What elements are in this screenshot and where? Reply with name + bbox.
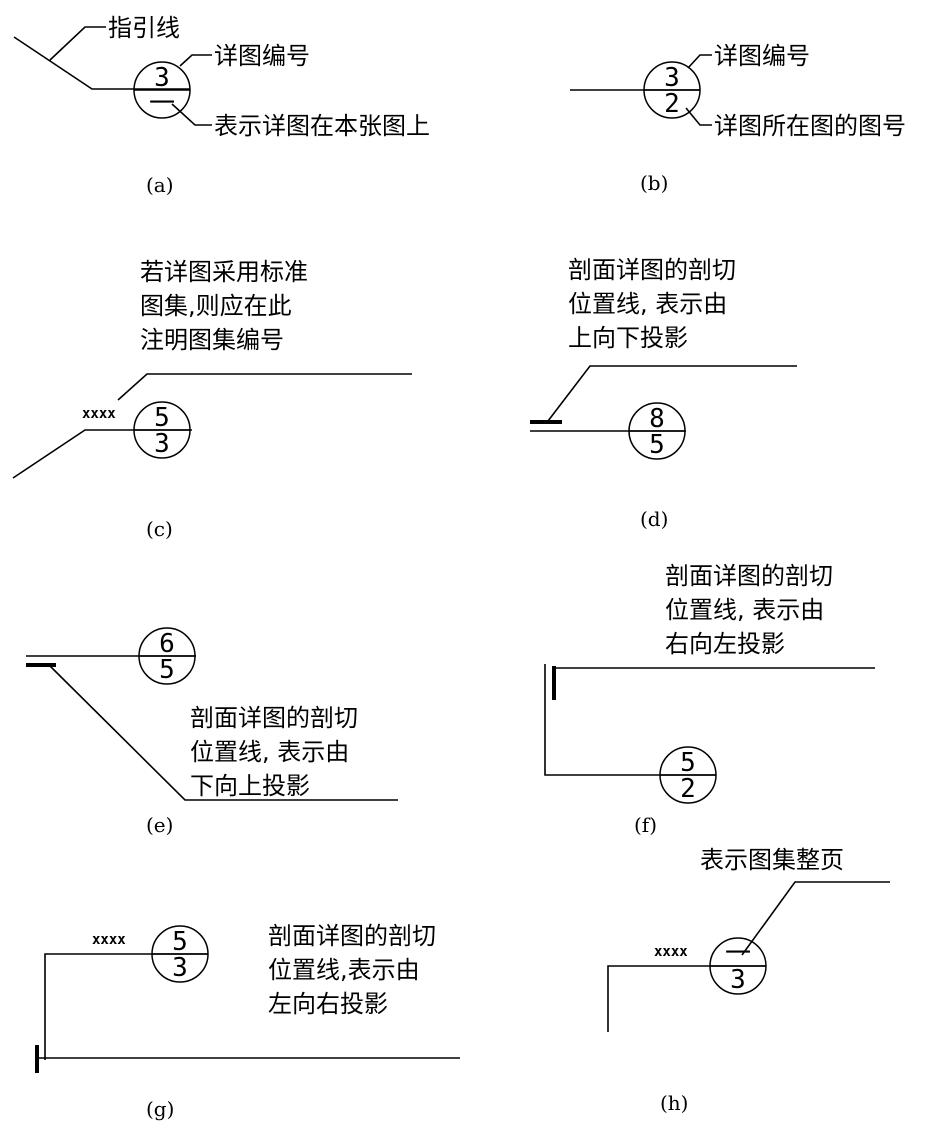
detail-number: 5 <box>680 748 696 778</box>
top-callout-line <box>687 54 712 69</box>
detail-index-symbol: 65 <box>138 627 196 685</box>
note-line: 位置线, 表示由 <box>665 596 824 624</box>
caption: (f) <box>634 813 657 837</box>
detail-number: 3 <box>664 63 680 93</box>
sheet-number: 3 <box>730 965 746 995</box>
sheet-number: 3 <box>154 429 170 459</box>
detail-index-symbol: 85 <box>628 402 686 460</box>
atlas-number: xxxx <box>82 406 116 422</box>
bottom-label: 表示详图在本张图上 <box>214 112 430 140</box>
note-leader <box>547 365 797 422</box>
bottom-callout-line <box>171 103 212 126</box>
note-line: 表示图集整页 <box>700 846 844 874</box>
detail-number: 5 <box>172 927 188 957</box>
note-leader <box>49 665 398 801</box>
leader-line <box>13 36 190 90</box>
panel-a: 指引线 详图编号 表示详图在本张图上 3一 (a) <box>13 14 430 197</box>
panel-g: xxxx 53 剖面详图的剖切 位置线,表示由 左向右投影 (g) <box>35 922 460 1121</box>
detail-index-symbol: 53 <box>151 925 209 983</box>
sheet-number: 5 <box>159 655 175 685</box>
top-callout-line <box>179 54 212 67</box>
top-label: 详图编号 <box>214 42 310 70</box>
panel-d: 剖面详图的剖切 位置线, 表示由 上向下投影 85 (d) <box>530 256 797 531</box>
note-line: 下向上投影 <box>190 772 310 800</box>
atlas-number: xxxx <box>654 944 688 960</box>
caption: (b) <box>640 171 668 195</box>
bottom-label: 详图所在图的图号 <box>714 112 906 140</box>
caption: (c) <box>146 517 173 541</box>
bottom-callout-line <box>685 107 712 126</box>
detail-number: 6 <box>159 629 175 659</box>
sheet-number: 3 <box>172 953 188 983</box>
detail-number: 5 <box>154 403 170 433</box>
sheet-number: 一 <box>149 89 175 119</box>
sheet-number: 2 <box>664 89 680 119</box>
detail-index-symbol: 3一 <box>133 61 191 119</box>
caption: (a) <box>146 173 174 197</box>
note-line: 剖面详图的剖切 <box>190 704 358 732</box>
detail-number: 8 <box>649 404 665 434</box>
sheet-number: 2 <box>680 774 696 804</box>
detail-index-symbol: 52 <box>659 746 717 804</box>
note-line: 注明图集编号 <box>140 326 284 354</box>
detail-number: 一 <box>725 939 751 969</box>
note-line: 剖面详图的剖切 <box>268 922 436 950</box>
top-label: 详图编号 <box>714 42 810 70</box>
detail-number: 3 <box>154 63 170 93</box>
note-line: 上向下投影 <box>568 324 688 352</box>
panel-c: 若详图采用标准 图集,则应在此 注明图集编号 xxxx 53 (c) <box>12 258 412 541</box>
note-line: 剖面详图的剖切 <box>568 256 736 284</box>
detail-index-symbol: 32 <box>643 61 701 119</box>
caption: (e) <box>146 813 173 837</box>
note-line: 位置线,表示由 <box>268 956 420 984</box>
panel-b: 详图编号 详图所在图的图号 32 (b) <box>570 42 906 195</box>
panel-h: 表示图集整页 xxxx 一3 (h) <box>607 846 890 1115</box>
caption: (h) <box>660 1091 689 1115</box>
note-leader <box>741 881 890 956</box>
note-line: 图集,则应在此 <box>140 292 292 320</box>
note-leader <box>117 373 412 401</box>
note-line: 右向左投影 <box>665 630 785 658</box>
caption: (d) <box>640 507 668 531</box>
note-line: 若详图采用标准 <box>140 258 308 286</box>
note-line: 剖面详图的剖切 <box>665 562 833 590</box>
note-line: 左向右投影 <box>268 990 388 1018</box>
panel-e: 剖面详图的剖切 位置线, 表示由 下向上投影 65 (e) <box>26 627 398 837</box>
leader-label: 指引线 <box>108 14 180 42</box>
panel-f: 剖面详图的剖切 位置线, 表示由 右向左投影 52 (f) <box>544 562 875 837</box>
caption: (g) <box>146 1097 174 1121</box>
leader-line <box>544 664 716 776</box>
note-line: 位置线, 表示由 <box>190 738 349 766</box>
detail-index-symbol: 一3 <box>709 937 767 995</box>
atlas-number: xxxx <box>92 932 126 948</box>
detail-index-symbol: 53 <box>133 401 191 459</box>
sheet-number: 5 <box>649 430 665 460</box>
note-line: 位置线, 表示由 <box>568 290 727 318</box>
leader-label-line <box>49 26 106 61</box>
